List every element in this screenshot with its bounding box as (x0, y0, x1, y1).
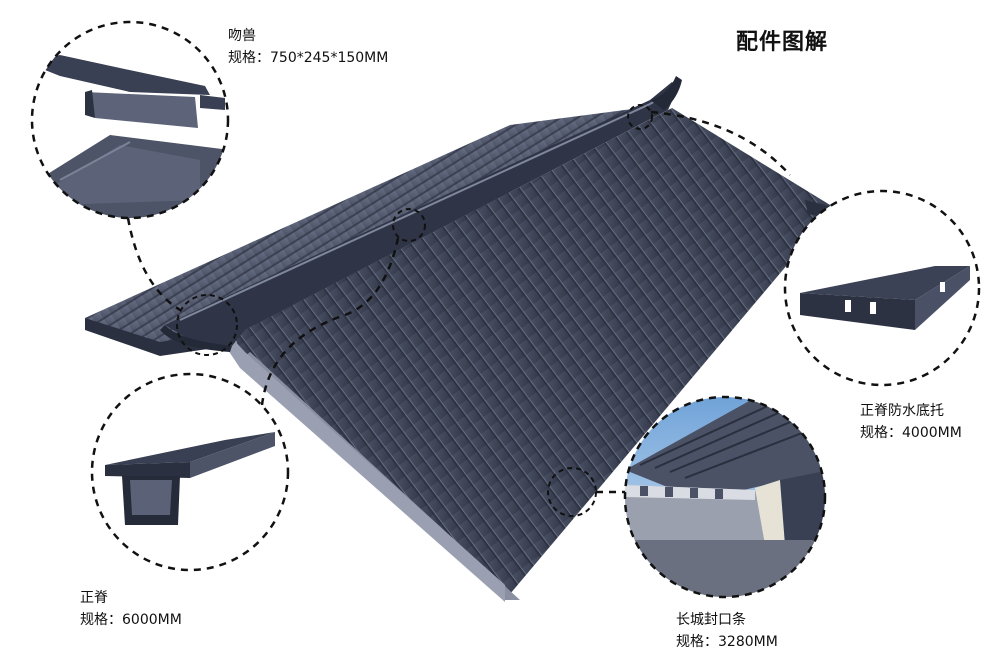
ridge-end-right (650, 76, 682, 110)
marker-wenshou (176, 294, 238, 356)
part-name: 吻兽 (228, 28, 256, 44)
main-ridge (165, 82, 678, 346)
marker-zhengji (392, 208, 426, 242)
diagram-title: 配件图解 (736, 30, 829, 55)
part-label-fengkou: 长城封口条 规格：3280MM (676, 609, 778, 653)
leader-wenshou (126, 217, 181, 312)
part-spec: 规格：3280MM (676, 634, 778, 650)
part-name: 正脊 (80, 590, 108, 606)
part-name: 正脊防水底托 (860, 403, 944, 419)
ridge-end-left (160, 325, 232, 352)
part-name: 长城封口条 (676, 612, 746, 628)
roof-model (85, 76, 838, 602)
gable-board (228, 338, 505, 602)
callout-circle (623, 395, 827, 599)
callout-circle (783, 189, 981, 387)
part-spec: 规格：6000MM (80, 612, 182, 628)
part-label-dibtuo: 正脊防水底托 规格：4000MM (860, 400, 962, 444)
marker-dibtuo (627, 104, 653, 130)
callout-zhengji (90, 372, 290, 572)
leader-dibtuo (650, 110, 791, 176)
callout-dibtuo (783, 189, 981, 387)
part-spec: 规格：4000MM (860, 425, 962, 441)
leader-lines (126, 110, 791, 494)
callout-circle (90, 372, 290, 572)
part-label-zhengji: 正脊 规格：6000MM (80, 587, 182, 631)
callout-circle (30, 20, 230, 220)
part-label-wenshou: 吻兽 规格：750*245*150MM (228, 25, 388, 69)
roof-left-slope (85, 108, 640, 350)
callout-wenshou (30, 20, 230, 220)
part-spec: 规格：750*245*150MM (228, 50, 389, 66)
